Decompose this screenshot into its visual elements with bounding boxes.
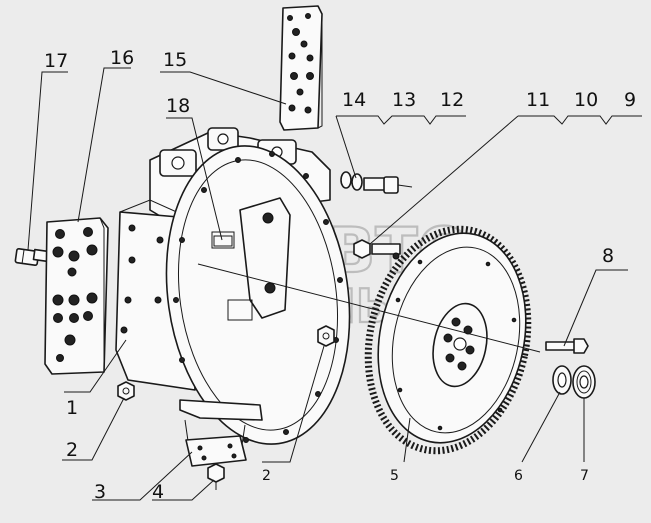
plate-16-holes [52, 227, 98, 362]
callout-18: 18 [166, 95, 190, 117]
leader-5 [403, 417, 411, 463]
part-4-drain-bolt [207, 463, 225, 490]
leader-15 [160, 71, 287, 105]
callout-13: 13 [392, 89, 416, 111]
callout-10: 10 [574, 89, 598, 111]
part-1-flywheel-housing [115, 127, 351, 459]
callout-11: 11 [526, 89, 550, 111]
leader-lines [27, 67, 642, 501]
callout-8: 8 [602, 245, 614, 267]
leader-14-13-12-target [335, 115, 357, 179]
part-18-window [213, 235, 233, 247]
part-9-11-stud-set [353, 239, 401, 260]
leader-1 [64, 339, 127, 393]
leader-6 [521, 391, 561, 463]
leader-16 [77, 67, 131, 223]
part-7-bearing [572, 365, 596, 399]
callout-6: 6 [514, 468, 523, 484]
callout-7: 7 [580, 468, 589, 484]
callout-1: 1 [66, 397, 78, 419]
leader-3 [92, 451, 193, 501]
callout-12: 12 [440, 89, 464, 111]
leader-8 [563, 269, 628, 347]
callout-2b: 2 [262, 468, 271, 484]
callout-15: 15 [163, 49, 187, 71]
part-12-14-bolt-set [340, 171, 413, 194]
callout-9: 9 [624, 89, 636, 111]
part-5-flywheel [364, 225, 532, 455]
flywheel-rim-holes [395, 259, 517, 431]
plate-15-holes [287, 13, 314, 114]
leader-2a [62, 397, 125, 461]
callout-16: 16 [110, 47, 134, 69]
flywheel-hub-holes [443, 317, 475, 371]
part-3-cover-plate [185, 435, 247, 467]
callout-3: 3 [94, 481, 106, 503]
callout-5: 5 [390, 468, 399, 484]
leader-14-12 [336, 115, 466, 125]
leader-4 [152, 479, 215, 501]
leader-2b [262, 345, 325, 463]
leader-18 [166, 117, 223, 241]
callout-labels: 17 16 15 18 14 13 12 11 10 9 8 1 2 2 3 4… [44, 47, 636, 503]
callout-14: 14 [342, 89, 366, 111]
part-2-nut-right [317, 325, 335, 347]
leader-11-9-target [369, 115, 519, 245]
leader-11-9 [518, 115, 642, 125]
callout-17: 17 [44, 50, 68, 72]
part-2-nut-left [117, 381, 135, 401]
part-6-washer [552, 365, 572, 395]
leader-17 [27, 71, 68, 251]
part-15-upper-plate [279, 5, 323, 131]
callout-2a: 2 [66, 439, 78, 461]
part-16-mounting-plate [44, 217, 109, 375]
part-8-flywheel-bolt [545, 338, 589, 354]
axis-line-flywheel [197, 263, 541, 353]
callout-4: 4 [152, 481, 164, 503]
